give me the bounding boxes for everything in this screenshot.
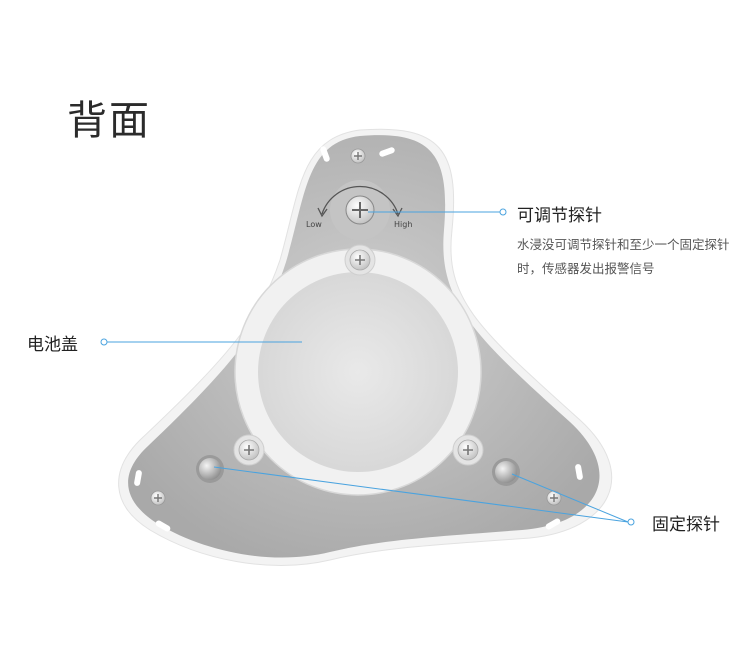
callout-line-fixed-left — [213, 466, 629, 523]
adjustable-probe-label: 可调节探针 — [517, 206, 602, 226]
small-screw-left — [150, 490, 166, 506]
adjustable-probe-description: 水浸没可调节探针和至少一个固定探针时，传感器发出报警信号 — [517, 237, 730, 276]
dial-high-label: High — [394, 220, 412, 229]
callout-line-fixed-right — [511, 473, 629, 523]
small-screw-top — [350, 148, 366, 164]
page-title: 背面 — [67, 98, 151, 144]
adjustable-probe-dial: Low High — [306, 180, 412, 240]
cover-screw-left — [233, 434, 265, 466]
cover-screw-top — [344, 244, 376, 276]
battery-cover-label: 电池盖 — [27, 335, 78, 355]
cover-screw-right — [452, 434, 484, 466]
fixed-probe-left — [196, 455, 224, 483]
dial-low-label: Low — [306, 220, 322, 229]
fixed-probe-label: 固定探针 — [652, 515, 720, 535]
fixed-probe-right — [492, 458, 520, 486]
